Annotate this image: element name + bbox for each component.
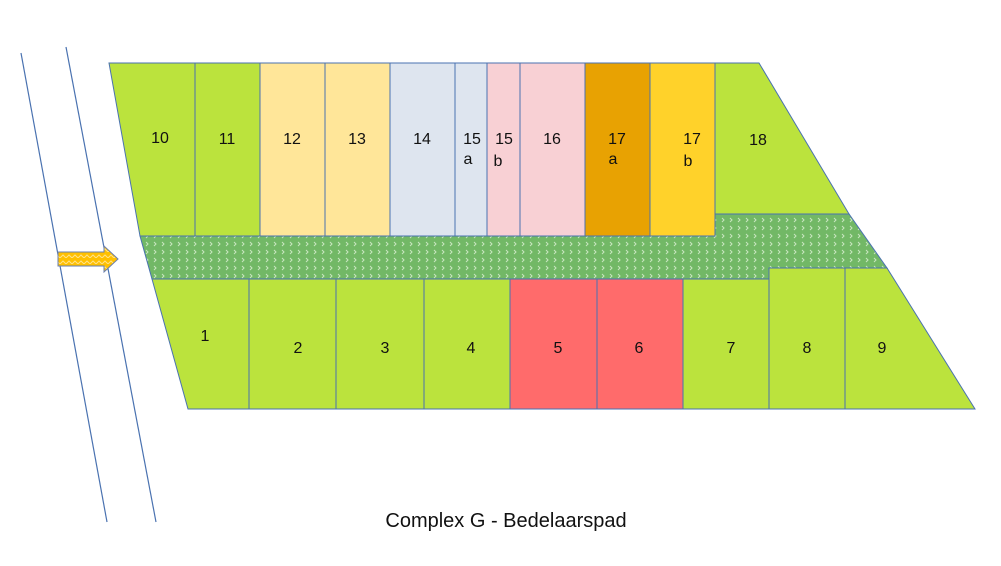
plot-label-16: 16 [543,131,561,148]
plot-label-7: 7 [727,340,736,357]
plot-11[interactable] [194,62,261,237]
plot-label-3: 3 [381,340,390,357]
plot-13[interactable] [324,62,391,237]
plot-label-2: 2 [294,340,303,357]
plot-16[interactable] [519,62,586,237]
plot-label-5: 5 [554,340,563,357]
plot-label-12: 12 [283,131,301,148]
plot-label-4: 4 [467,340,476,357]
plot-label-15a: 15 [463,131,481,148]
plot-label-17b-suffix: b [684,153,693,170]
plot-14[interactable] [389,62,456,237]
plot-label-9: 9 [878,340,887,357]
plot-label-10: 10 [151,130,169,147]
road-edge-right [65,46,157,523]
plot-18[interactable] [714,62,850,215]
plot-label-8: 8 [803,340,812,357]
plot-8[interactable] [768,267,846,410]
plot-10[interactable] [108,62,196,237]
plot-label-6: 6 [635,340,644,357]
plot-label-18: 18 [749,132,767,149]
plot-17a[interactable] [584,62,651,237]
plot-label-15b-suffix: b [494,153,503,170]
plot-17b[interactable] [649,62,716,237]
plot-label-15a-suffix: a [464,151,473,168]
plot-15a[interactable] [454,62,488,237]
plot-9[interactable] [844,267,976,410]
diagram-caption: Complex G - Bedelaarspad [385,510,626,532]
plot-15b[interactable] [486,62,521,237]
plot-2[interactable] [248,278,337,410]
plot-12[interactable] [259,62,326,237]
plot-label-17b: 17 [683,131,701,148]
plot-label-14: 14 [413,131,431,148]
plot-label-17a-suffix: a [609,151,618,168]
plot-3[interactable] [335,278,425,410]
plot-label-13: 13 [348,131,366,148]
plot-label-11: 11 [219,131,236,148]
plot-7[interactable] [682,278,770,410]
entrance-arrow-icon [57,244,119,274]
plot-label-1: 1 [201,328,210,345]
plot-label-17a: 17 [608,131,626,148]
road-edge-left [20,52,108,523]
plot-label-15b: 15 [495,131,513,148]
plot-4[interactable] [423,278,511,410]
